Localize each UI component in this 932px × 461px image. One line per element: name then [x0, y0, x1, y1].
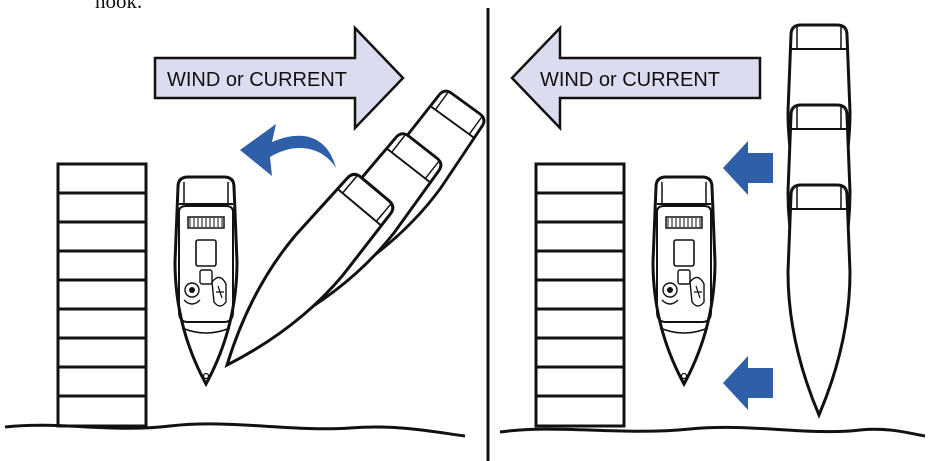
- turn-arrow-curved: [240, 124, 336, 176]
- push-arrow-lower: [723, 356, 773, 410]
- wind-label-left: WIND or CURRENT: [167, 69, 347, 91]
- wind-arrow-right: WIND or CURRENT: [153, 24, 405, 132]
- right-panel: WIND or CURRENT: [499, 23, 926, 438]
- wind-label-right: WIND or CURRENT: [540, 69, 720, 91]
- docked-boat-right: [651, 175, 717, 386]
- waterline-left: [4, 422, 466, 438]
- caption-fragment: hook.: [95, 0, 143, 13]
- waterline-right: [499, 425, 926, 438]
- docked-boat-left: [173, 175, 239, 386]
- drift-boat-front: [786, 183, 852, 417]
- left-panel: WIND or CURRENT: [4, 24, 491, 438]
- dock-right: [534, 162, 626, 428]
- wind-arrow-left: WIND or CURRENT: [510, 24, 762, 132]
- dock-left: [56, 162, 148, 428]
- push-arrow-upper: [723, 141, 773, 195]
